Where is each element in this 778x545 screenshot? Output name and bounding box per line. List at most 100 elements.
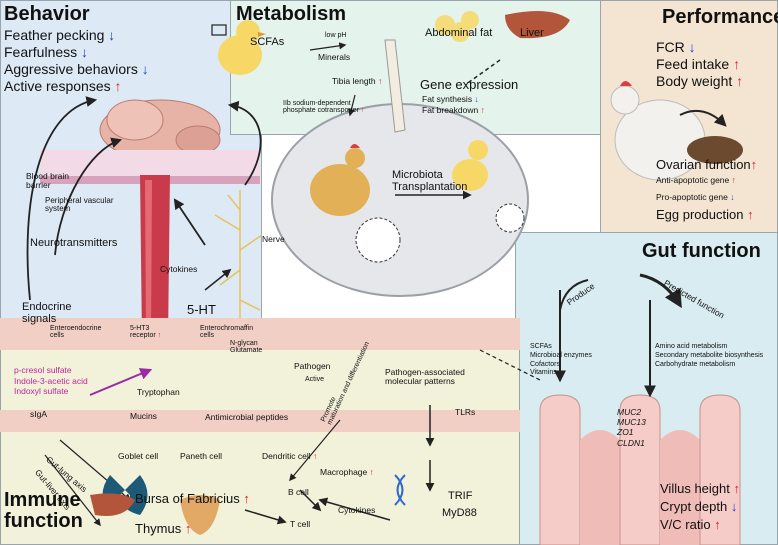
up-arrow-icon: ↑ [360,107,365,115]
microbe-circle-left [355,217,401,263]
gut-epithelium-band [0,318,520,432]
microbiota-transplantation-label: Microbiota Transplantation [392,169,468,193]
down-arrow-icon: ↓ [81,44,89,60]
performance-item-fcr: FCR ↓ [656,39,696,55]
siga-label: sIgA [30,409,48,419]
goblet-cell-label: Goblet cell [118,451,159,461]
down-arrow-icon: ↓ [141,61,149,77]
immune-title: Immune function [4,489,83,532]
thymus-label: Thymus ↑ [135,521,192,536]
behavior-item-aggressive: Aggressive behaviors ↓ [4,61,149,77]
anti-apoptotic-label: Anti-apoptotic gene ↑ [656,175,736,185]
peripheral-vascular-label: Peripheral vascular system [45,196,114,214]
villus-height-label: Villus height ↑ [660,481,741,496]
b-cell-label: B cell [288,487,309,497]
down-arrow-icon: ↓ [474,94,479,104]
enterochromaffin-label: Enterochromaffin cells [200,325,254,340]
chick-top-illustration [211,20,266,75]
microbial-metabolites-list: p-cresol sulfate Indole-3-acetic acid In… [14,365,88,397]
performance-title: Performance [662,6,778,28]
neurotransmitters-label: Neurotransmitters [30,237,118,249]
active-label: Active [305,376,325,383]
tryptophan-label: Tryptophan [137,387,180,397]
produce-items-list: SCFAs Microbioal enzymes Cofactors Vitam… [530,343,592,377]
nerve-illustration [214,190,263,340]
abdominal-fat-label: Abdominal fat [425,27,493,39]
blood-vessel [140,175,170,340]
predicted-items-list: Amino acid metabolism Secondary metaboli… [655,343,764,368]
performance-item-feed-intake: Feed intake ↑ [656,56,741,72]
up-arrow-icon: ↑ [747,207,754,222]
brain-illustration [99,99,221,161]
up-arrow-icon: ↑ [313,451,318,461]
feed-pellets-illustration [687,136,743,164]
endocrine-signals-label: Endocrine signals [22,301,72,325]
microbiota-transplant-ellipse [271,103,529,297]
antimicrobial-peptides-label: Antimicrobial peptides [205,412,289,422]
serotonin-label: 5-HT [187,302,216,317]
myd88-label: MyD88 [442,507,477,519]
vc-ratio-label: V/C ratio ↑ [660,517,721,532]
gut-function-title: Gut function [642,240,761,262]
behavior-title: Behavior [4,3,90,25]
up-arrow-icon: ↑ [714,517,721,532]
up-arrow-icon: ↑ [731,175,736,185]
low-ph-label: low pH [325,32,347,39]
behavior-item-active-responses: Active responses ↑ [4,78,122,94]
up-arrow-icon: ↑ [369,467,374,477]
pro-apoptotic-label: Pro-apoptotic gene ↓ [656,192,735,202]
liver-label: Liver [520,27,544,39]
crypt-depth-label: Crypt depth ↓ [660,499,738,514]
receptor-label: 5-HT3 receptor ↑ [130,325,162,340]
down-arrow-icon: ↓ [108,27,116,43]
up-arrow-icon: ↑ [733,56,741,72]
paneth-cell-label: Paneth cell [180,451,223,461]
behavior-item-fearfulness: Fearfulness ↓ [4,44,89,60]
dendritic-cell-label: Dendritic cell ↑ [262,451,318,461]
dna-illustration [394,474,406,506]
up-arrow-icon: ↑ [243,491,250,506]
ovarian-function-label: Ovarian function↑ [656,157,758,172]
up-arrow-icon: ↑ [378,76,383,86]
metabolism-title: Metabolism [236,3,347,25]
t-cell-label: T cell [290,519,311,529]
rooster-illustration [310,144,370,216]
scfas-label: SCFAs [250,36,285,48]
pathogen-label: Pathogen [294,361,331,371]
up-arrow-icon: ↑ [114,78,122,94]
tlrs-label: TLRs [455,407,476,417]
performance-item-body-weight: Body weight ↑ [656,73,744,89]
mucins-label: Mucins [130,411,157,421]
hen-illustration [610,81,706,181]
cytokines-label: Cytokines [160,264,198,274]
fat-synthesis-label: Fat synthesis ↓ [422,94,479,104]
up-arrow-icon: ↑ [736,73,744,89]
down-arrow-icon: ↓ [730,499,738,514]
down-arrow-icon: ↓ [688,39,696,55]
up-arrow-icon: ↑ [750,157,758,172]
egg-production-label: Egg production ↑ [656,207,754,222]
transporter-label: IIb sodium-dependent phosphate cotranspo… [283,100,365,115]
trif-label: TRIF [448,490,473,502]
nerve-label: Nerve [262,234,285,244]
tibia-illustration [384,39,406,133]
liver-illustration [505,11,570,39]
up-arrow-icon: ↑ [184,521,192,536]
cytokines-immune-label: Cytokines [338,505,376,515]
thymus-illustration [180,495,220,535]
macrophage-label: Macrophage ↑ [320,467,374,477]
microbe-circle-right [495,203,525,233]
up-arrow-icon: ↑ [480,105,485,115]
liver-small-illustration [90,493,135,516]
blood-brain-barrier-label: Blood brain barrier [26,171,70,190]
down-arrow-icon: ↓ [730,192,735,202]
up-arrow-icon: ↑ [733,481,741,496]
behavior-item-feather-pecking: Feather pecking ↓ [4,27,116,43]
chick-center-illustration [452,140,488,191]
pamps-label: Pathogen-associated molecular patterns [385,367,465,386]
enteroendocrine-label: Enteroendocrine cells [50,325,102,340]
tight-junction-genes: MUC2 MUC13 ZO1 CLDN1 [617,407,646,448]
nglycan-glutamate-label: N-glycan Glutamate [230,340,263,355]
up-arrow-icon: ↑ [157,332,162,340]
